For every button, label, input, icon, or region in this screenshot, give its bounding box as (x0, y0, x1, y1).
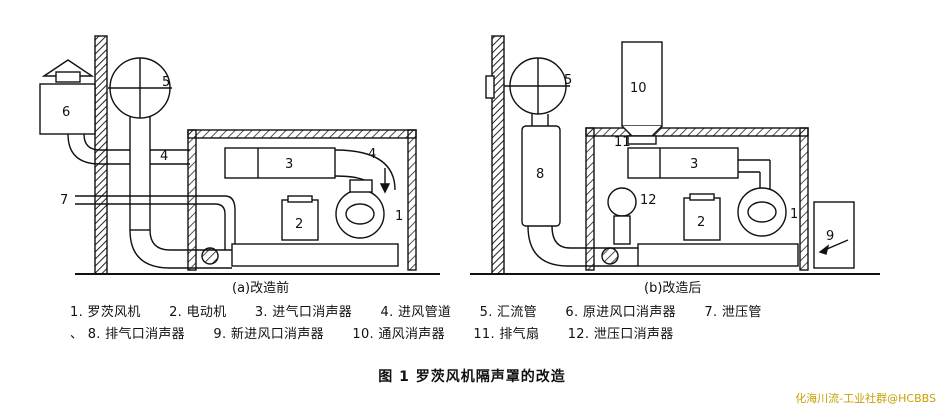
label-3-a: 3 (285, 157, 293, 172)
label-9-b: 9 (826, 229, 834, 244)
label-5-a: 5 (162, 75, 170, 90)
label-10-b: 10 (630, 81, 647, 96)
label-12-b: 12 (640, 193, 657, 208)
legend-item: 4. 进风管道 (380, 305, 452, 320)
base-b (637, 243, 799, 267)
label-5-b: 5 (564, 73, 572, 88)
labels-after: 1 2 3 5 8 9 10 11 12 (b)改造后 (536, 73, 834, 296)
panel-b-title: (b)改造后 (644, 281, 701, 296)
label-3-b: 3 (690, 157, 698, 172)
roots-blower-a (335, 189, 385, 239)
relief-silencer (607, 187, 637, 217)
legend: 1. 罗茨风机 2. 电动机 3. 进气口消声器 4. 进风管道 5. 汇流管 … (70, 302, 890, 346)
building-wall-a (94, 35, 108, 275)
legend-item: 2. 电动机 (169, 305, 227, 320)
label-2-b: 2 (697, 215, 705, 230)
inlet-silencer-a (224, 147, 336, 179)
legend-item: 7. 泄压管 (704, 305, 762, 320)
roots-blower-b (737, 187, 787, 237)
legend-item: 12. 泄压口消声器 (567, 327, 674, 342)
label-8-b: 8 (536, 167, 544, 182)
legend-item: 1. 罗茨风机 (70, 305, 141, 320)
label-4-b: 4 (368, 147, 376, 162)
figure-caption: 图 1 罗茨风机隔声罩的改造 (378, 369, 566, 385)
legend-item: 、 8. 排气口消声器 (70, 327, 185, 342)
panel-a-title: (a)改造前 (232, 280, 289, 296)
original-inlet-silencer (39, 83, 96, 135)
motor-b (683, 197, 721, 241)
legend-item: 3. 进气口消声器 (254, 305, 353, 320)
panel-before (39, 35, 440, 275)
legend-item: 5. 汇流管 (479, 305, 537, 320)
label-7-a: 7 (60, 193, 68, 208)
panel-after (470, 35, 880, 275)
labels-before: 1 2 3 4 4 5 6 7 (a)改造前 (60, 75, 403, 296)
label-4-a: 4 (160, 149, 168, 164)
legend-row-2: 、 8. 排气口消声器 9. 新进风口消声器 10. 通风消声器 11. 排气扇… (70, 324, 890, 346)
legend-item: 9. 新进风口消声器 (213, 327, 324, 342)
legend-item: 11. 排气扇 (473, 327, 540, 342)
label-11-b: 11 (614, 135, 631, 150)
label-6-a: 6 (62, 105, 70, 120)
watermark: 化海川流-工业社群@HCBBS (795, 392, 936, 405)
building-wall-b (491, 35, 505, 275)
base-a (231, 243, 399, 267)
exhaust-silencer (521, 125, 561, 227)
exhaust-fan (627, 135, 657, 145)
label-1-b: 1 (790, 207, 798, 222)
label-1-a: 1 (395, 209, 403, 224)
legend-item: 10. 通风消声器 (352, 327, 445, 342)
inlet-silencer-b (627, 147, 739, 179)
new-inlet-silencer (813, 201, 855, 269)
ventilation-silencer (621, 41, 663, 127)
legend-row-1: 1. 罗茨风机 2. 电动机 3. 进气口消声器 4. 进风管道 5. 汇流管 … (70, 302, 890, 324)
label-2-a: 2 (295, 217, 303, 232)
legend-item: 6. 原进风口消声器 (565, 305, 676, 320)
